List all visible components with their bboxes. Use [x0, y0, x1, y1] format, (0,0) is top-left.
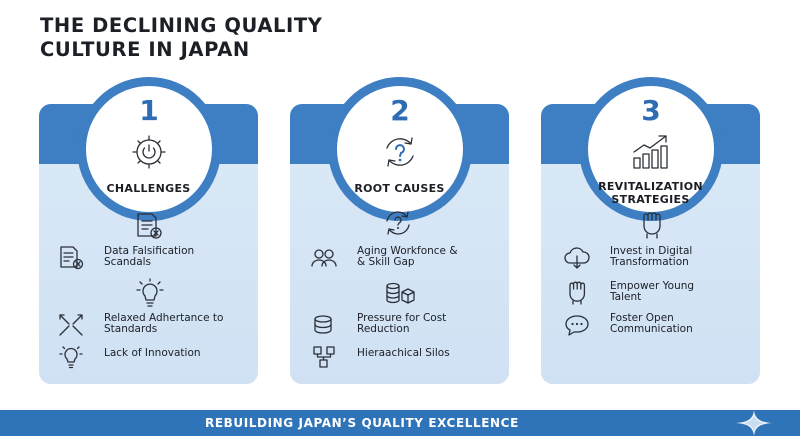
item-text: Data Falsification Scandals: [104, 246, 274, 268]
step-badge-2: 2: [328, 77, 472, 221]
item-line-2: Talent: [610, 291, 642, 303]
item-text: Hieraachical Silos: [357, 348, 527, 359]
lightbulb-icon: [59, 346, 83, 369]
item-line-2: Communication: [610, 323, 693, 335]
footer-banner: REBUILDING JAPAN’S QUALITY EXCELLENCE: [0, 410, 800, 436]
document-x-icon: [60, 246, 84, 270]
item-line-1: Hieraachical Silos: [357, 347, 450, 359]
gear-power-icon: [132, 135, 166, 169]
cycle-question-icon: [386, 211, 410, 235]
lightbulb-icon: [136, 278, 164, 307]
hierarchy-icon: [313, 346, 335, 368]
item-line-1: Lack of Innovation: [104, 347, 201, 359]
cycle-question-icon: [386, 137, 414, 167]
chat-bubble-icon: [565, 315, 589, 336]
coins-icon: [314, 315, 332, 334]
heading-line-1: REVITALIZATION: [598, 180, 703, 193]
item-line-2: Reduction: [357, 323, 410, 335]
item-line-1: Relaxed Adhertance to: [104, 312, 224, 324]
item-text: Aging Workfonce & & Skill Gap: [357, 246, 527, 268]
item-line-2: Transformation: [610, 256, 689, 268]
item-line-1: Foster Open: [610, 312, 674, 324]
step-badge-1: 1: [77, 77, 221, 221]
footer-text: REBUILDING JAPAN’S QUALITY EXCELLENCE: [205, 416, 519, 430]
item-text: Pressure for Cost Reduction: [357, 313, 527, 335]
item-text: Lack of Innovation: [104, 348, 274, 359]
column-heading-revitalization: REVITALIZATION STRATEGIES: [541, 180, 760, 206]
step-badge-3: 3: [579, 77, 723, 221]
step-number: 2: [390, 94, 410, 127]
item-line-1: Invest in Digital: [610, 245, 693, 257]
item-line-1: Empower Young: [610, 280, 695, 292]
item-line-1: Aging Workfonce &: [357, 245, 458, 257]
cloud-icon: [564, 247, 590, 269]
item-line-1: Pressure for Cost: [357, 312, 447, 324]
raised-fist-icon: [643, 212, 661, 239]
column-heading-challenges: CHALLENGES: [106, 182, 191, 195]
item-text: Foster Open Communication: [610, 313, 780, 335]
step-number: 1: [139, 94, 159, 127]
item-text: Empower Young Talent: [610, 281, 780, 303]
heading-line-2: STRATEGIES: [611, 193, 690, 206]
raised-fist-icon: [569, 281, 586, 305]
item-text: Invest in Digital Transformation: [610, 246, 780, 268]
broken-arrows-icon: [59, 314, 83, 336]
growth-chart-icon: [633, 135, 668, 169]
page-title: THE DECLINING QUALITY CULTURE IN JAPAN: [40, 14, 460, 62]
coins-box-icon: [386, 282, 415, 304]
sparkle-icon: [736, 410, 772, 436]
item-line-2: Standards: [104, 323, 158, 335]
column-heading-root-causes: ROOT CAUSES: [354, 182, 445, 195]
item-line-1: Data Falsification: [104, 245, 195, 257]
item-line-2: & Skill Gap: [357, 256, 415, 268]
item-line-2: Scandals: [104, 256, 152, 268]
item-text: Relaxed Adhertance to Standards: [104, 313, 274, 335]
title-line-2: CULTURE IN JAPAN: [40, 38, 250, 61]
title-line-1: THE DECLINING QUALITY: [40, 14, 323, 37]
people-icon: [311, 249, 337, 267]
step-number: 3: [641, 94, 661, 127]
document-x-icon: [137, 213, 162, 239]
